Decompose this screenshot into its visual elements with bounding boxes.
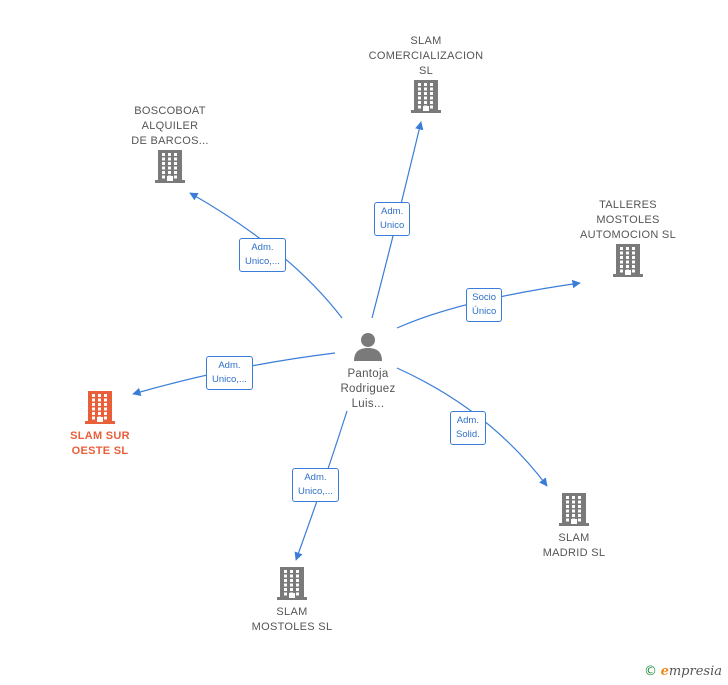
company-node-slam-sur-oeste[interactable]: SLAM SUR OESTE SL <box>50 390 150 459</box>
building-icon <box>411 79 441 118</box>
relation-label: Adm. Unico <box>374 202 411 236</box>
company-label: BOSCOBOAT ALQUILER DE BARCOS... <box>131 105 209 147</box>
person-icon <box>352 330 384 367</box>
footer-brand: © empresia <box>644 663 722 679</box>
company-node-slam-comercializacion[interactable]: SLAM COMERCIALIZACION SL <box>356 34 496 118</box>
building-icon <box>613 243 643 282</box>
company-label: SLAM MOSTOLES SL <box>251 606 333 633</box>
brand-logo: empresia <box>660 664 722 679</box>
company-label: SLAM COMERCIALIZACION SL <box>368 35 484 77</box>
relation-label: Adm. Unico,... <box>292 468 339 502</box>
company-label: SLAM SUR OESTE SL <box>70 430 130 457</box>
relation-label: Adm. Solid. <box>450 411 486 445</box>
company-node-talleres-mostoles[interactable]: TALLERES MOSTOLES AUTOMOCION SL <box>566 198 690 282</box>
company-node-slam-mostoles[interactable]: SLAM MOSTOLES SL <box>238 566 346 635</box>
company-node-boscoboat[interactable]: BOSCOBOAT ALQUILER DE BARCOS... <box>108 104 232 188</box>
building-icon <box>277 566 307 605</box>
building-icon <box>85 390 115 429</box>
company-label: SLAM MADRID SL <box>542 532 606 559</box>
company-node-slam-madrid[interactable]: SLAM MADRID SL <box>524 492 624 561</box>
relation-label: Socio Único <box>466 288 503 322</box>
copyright-icon: © <box>643 664 657 679</box>
person-node[interactable]: Pantoja Rodriguez Luis... <box>318 330 418 412</box>
person-name: Pantoja Rodriguez Luis... <box>340 368 396 410</box>
relation-label: Adm. Unico,... <box>206 356 253 390</box>
building-icon <box>559 492 589 531</box>
relation-label: Adm. Unico,... <box>239 238 286 272</box>
building-icon <box>155 149 185 188</box>
company-label: TALLERES MOSTOLES AUTOMOCION SL <box>580 199 676 241</box>
